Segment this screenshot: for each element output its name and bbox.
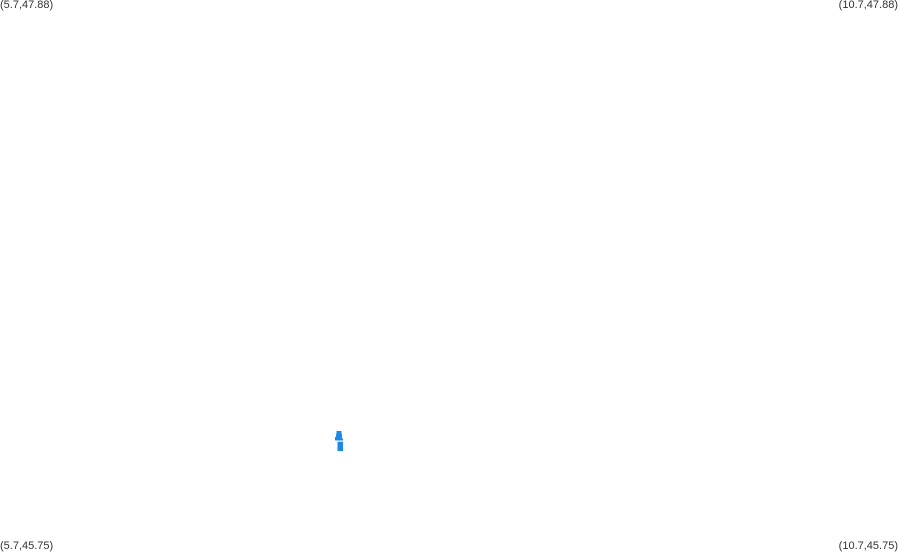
feature-gap [335, 440, 343, 442]
corner-label-bottom-right: (10.7,45.75) [838, 540, 898, 552]
corner-label-top-left: (5.7,47.88) [0, 0, 54, 11]
corner-label-bottom-left: (5.7,45.75) [0, 540, 54, 552]
corner-label-top-right: (10.7,47.88) [838, 0, 898, 11]
map-feature-shape [335, 431, 343, 451]
